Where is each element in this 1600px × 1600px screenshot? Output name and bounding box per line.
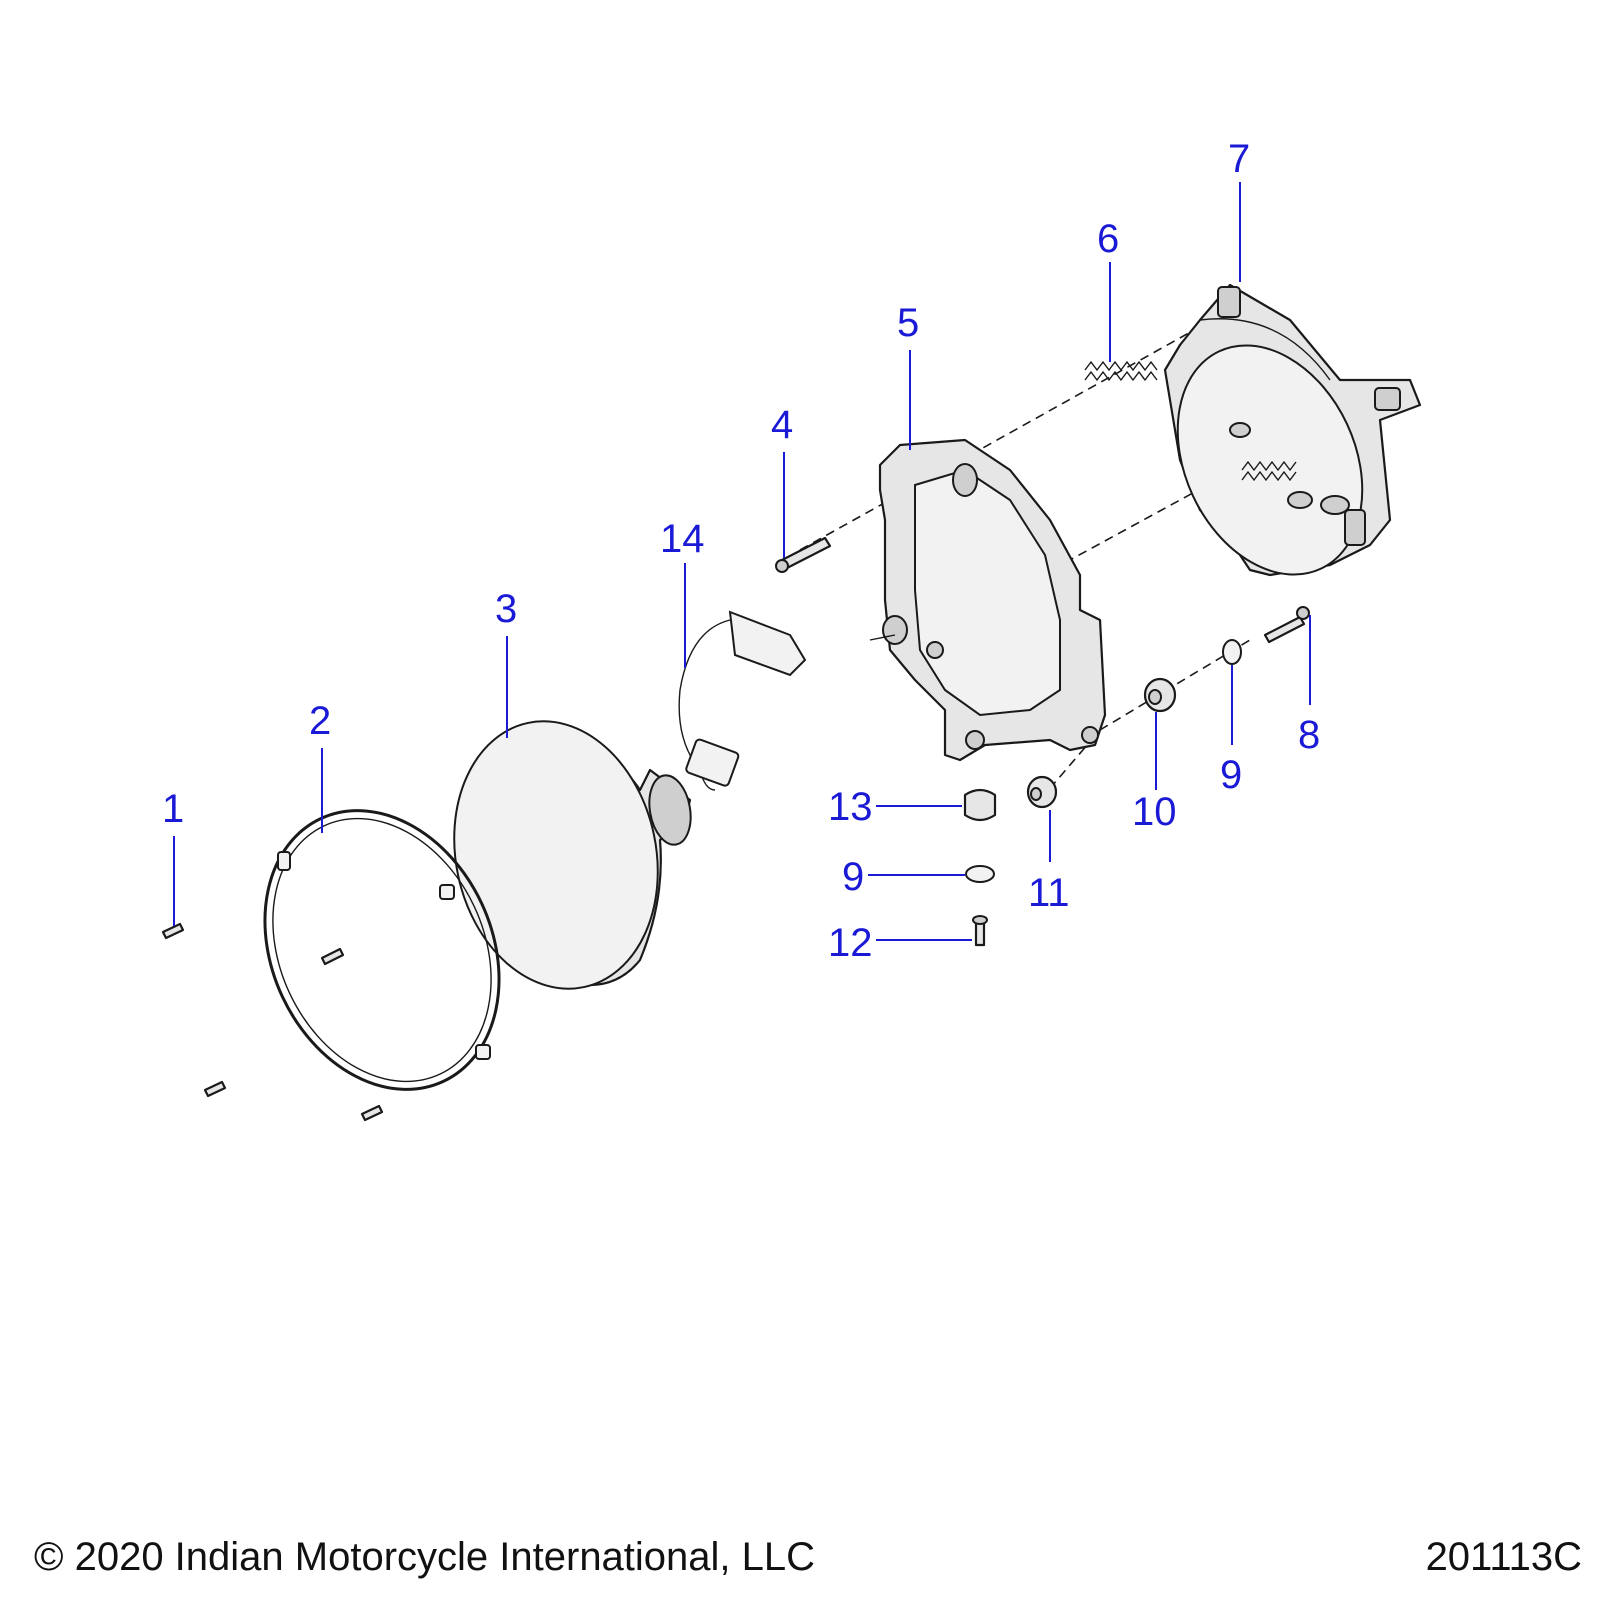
headlamp-unit [453,720,692,990]
callout-3: 3 [495,587,517,631]
callout-1: 1 [162,787,184,831]
washer-upper [1222,639,1242,665]
callout-2: 2 [309,699,331,743]
callout-9-lower: 9 [842,855,864,899]
callout-6: 6 [1097,217,1119,261]
callout-14: 14 [660,517,705,561]
callout-8: 8 [1298,713,1320,757]
callout-10: 10 [1132,790,1177,834]
adjuster-screw [775,536,832,573]
screw-lower [972,915,988,947]
callout-13: 13 [828,785,873,829]
adjuster-spring [1084,360,1297,482]
callout-labels: 1 2 3 4 5 6 7 8 9 10 11 9 12 13 14 [162,137,1320,965]
leader-lines [173,182,1311,941]
bolt [1263,606,1310,644]
washer-lower [965,865,995,883]
drawing-number: 201113C [1425,1535,1582,1579]
callout-11: 11 [1028,871,1070,915]
callout-4: 4 [771,403,793,447]
grommet-lower [963,788,997,822]
retaining-ring [263,809,501,1091]
headlight-housing [1163,283,1422,577]
grommet-upper [1143,677,1177,713]
wire-harness [678,610,807,791]
callout-5: 5 [897,301,919,345]
callout-9-upper: 9 [1220,753,1242,797]
callout-12: 12 [828,921,873,965]
copyright-notice: © 2020 Indian Motorcycle International, … [34,1535,816,1579]
spacer [1026,775,1058,809]
mounting-bracket [869,438,1107,762]
callout-7: 7 [1228,137,1250,181]
trim-screws [161,922,384,1122]
